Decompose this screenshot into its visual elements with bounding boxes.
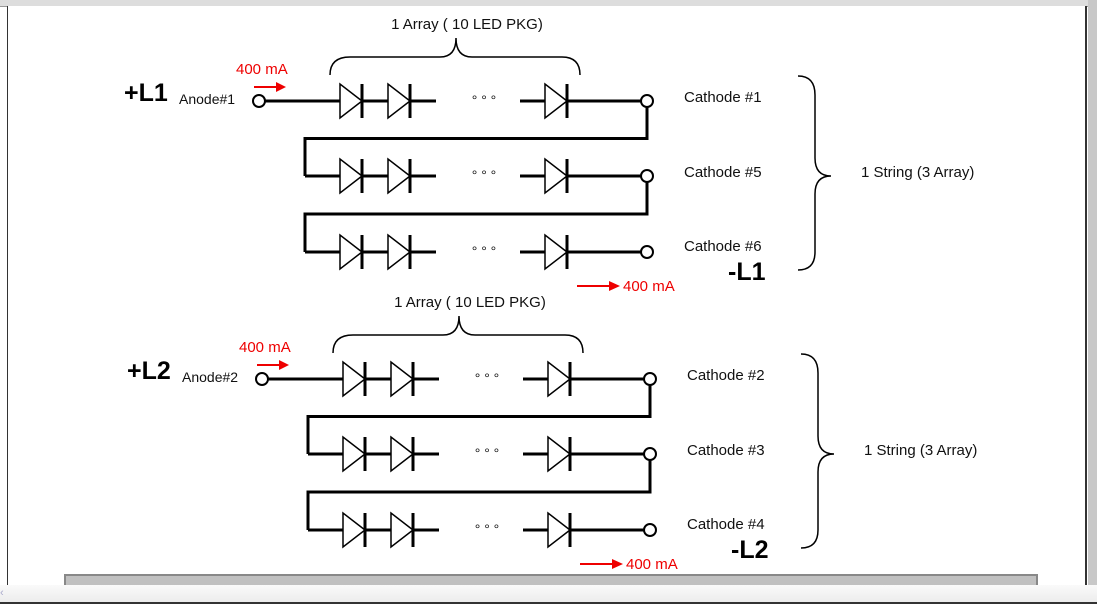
- arrow-right-icon: [279, 360, 289, 370]
- current-out-label: 400 mA: [626, 556, 678, 573]
- led-diode-icon: [339, 233, 364, 271]
- anode-terminal: [252, 94, 266, 108]
- current-out-label: 400 mA: [623, 278, 675, 295]
- array-brace: [329, 37, 581, 76]
- led-diode-icon: [339, 157, 364, 195]
- anode-label: Anode#1: [179, 91, 235, 107]
- led-string-group: 1 Array ( 10 LED PKG) 400 mA +L2 Anode#2 ° °…: [127, 294, 977, 573]
- ellipsis-dots: ° ° °: [472, 167, 497, 183]
- terminal-plus-label: +L2: [127, 357, 171, 385]
- ellipsis-dots: ° ° °: [475, 370, 500, 386]
- arrow-right-icon: [612, 559, 623, 569]
- led-diode-icon: [544, 233, 569, 271]
- array-brace: [332, 315, 584, 354]
- ellipsis-dots: ° ° °: [475, 521, 500, 537]
- scroll-left-icon[interactable]: ‹: [0, 587, 4, 599]
- cathode-label: Cathode #6: [684, 238, 762, 255]
- led-diode-icon: [547, 360, 572, 398]
- led-diode-icon: [547, 435, 572, 473]
- string-brace: [797, 75, 832, 271]
- terminal-plus-label: +L1: [124, 79, 168, 107]
- ellipsis-dots: ° ° °: [472, 243, 497, 259]
- led-diode-icon: [387, 233, 412, 271]
- vertical-scrollbar[interactable]: [1088, 0, 1097, 586]
- array-label: 1 Array ( 10 LED PKG): [391, 16, 543, 33]
- cathode-terminal: [640, 245, 654, 259]
- arrow-right-icon: [609, 281, 620, 291]
- current-in-label: 400 mA: [236, 61, 288, 78]
- anode-label: Anode#2: [182, 369, 238, 385]
- cathode-terminal: [640, 169, 654, 183]
- led-diode-icon: [342, 435, 367, 473]
- led-diode-icon: [390, 511, 415, 549]
- array-label: 1 Array ( 10 LED PKG): [394, 294, 546, 311]
- ellipsis-dots: ° ° °: [472, 92, 497, 108]
- led-diode-icon: [544, 157, 569, 195]
- cathode-label: Cathode #4: [687, 516, 765, 533]
- led-diode-icon: [339, 82, 364, 120]
- led-diode-icon: [390, 435, 415, 473]
- led-diode-icon: [342, 511, 367, 549]
- string-brace: [800, 353, 835, 549]
- terminal-minus-label: -L2: [731, 536, 769, 564]
- led-diode-icon: [390, 360, 415, 398]
- terminal-minus-label: -L1: [728, 258, 766, 286]
- cathode-label: Cathode #1: [684, 89, 762, 106]
- led-diode-icon: [342, 360, 367, 398]
- cathode-label: Cathode #2: [687, 367, 765, 384]
- cathode-label: Cathode #3: [687, 442, 765, 459]
- anode-terminal: [255, 372, 269, 386]
- cathode-terminal: [643, 372, 657, 386]
- string-label: 1 String (3 Array): [861, 164, 974, 181]
- cathode-terminal: [643, 523, 657, 537]
- cathode-label: Cathode #5: [684, 164, 762, 181]
- cathode-terminal: [643, 447, 657, 461]
- led-diode-icon: [544, 82, 569, 120]
- led-diode-icon: [387, 82, 412, 120]
- arrow-right-icon: [276, 82, 286, 92]
- cathode-terminal: [640, 94, 654, 108]
- string-label: 1 String (3 Array): [864, 442, 977, 459]
- ellipsis-dots: ° ° °: [475, 445, 500, 461]
- led-diode-icon: [547, 511, 572, 549]
- horizontal-scrollbar[interactable]: ‹: [0, 585, 1097, 604]
- current-in-label: 400 mA: [239, 339, 291, 356]
- led-diode-icon: [387, 157, 412, 195]
- gray-panel: [64, 574, 1038, 587]
- led-string-group: 1 Array ( 10 LED PKG) 400 mA +L1 Anode#1 ° °…: [124, 16, 974, 295]
